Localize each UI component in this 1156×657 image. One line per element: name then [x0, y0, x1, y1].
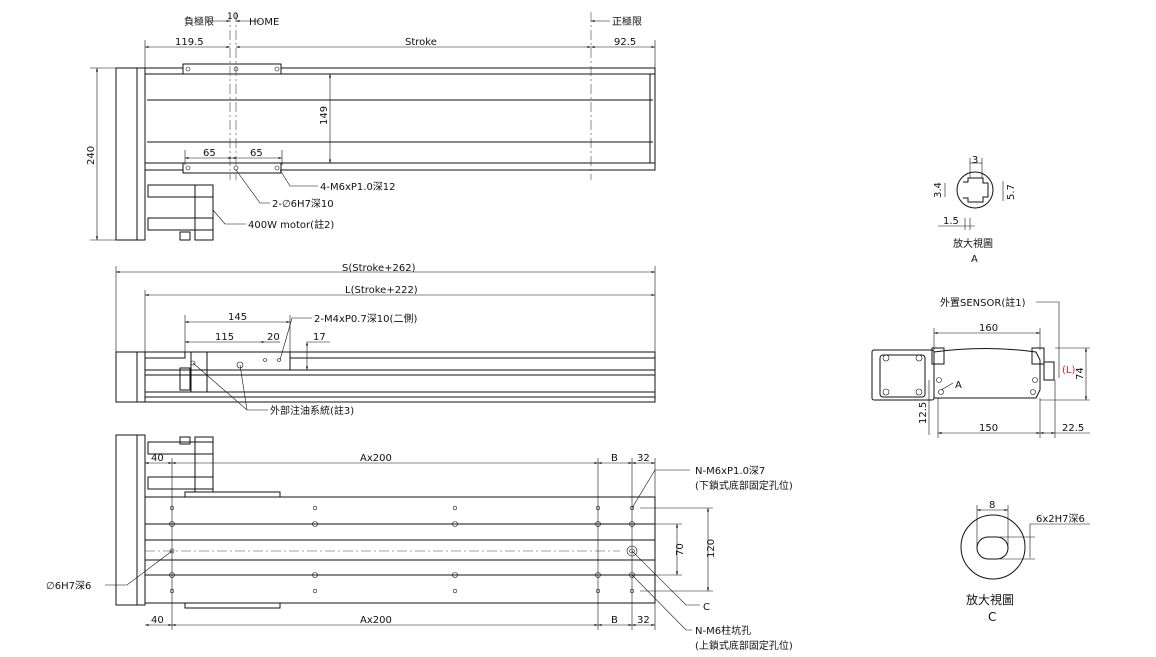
dim-3: 3 — [972, 155, 978, 166]
dim-32-bottom: 32 — [637, 615, 650, 626]
note-oil: 外部注油系統(註3) — [270, 404, 354, 417]
dim-8: 8 — [989, 500, 995, 511]
dim-160: 160 — [979, 323, 998, 334]
dim-65b: 65 — [250, 148, 263, 159]
dim-17: 17 — [313, 332, 326, 343]
note-pin: 2-∅6H7深10 — [272, 198, 334, 210]
home-label: HOME — [249, 17, 279, 28]
detail-a-title: 放大視圖 — [953, 237, 993, 250]
note-upper-hole: N-M6柱坑孔 — [695, 624, 751, 637]
dim-left: 119.5 — [175, 37, 204, 48]
dim-right: 92.5 — [614, 37, 636, 48]
note-c: C — [703, 602, 710, 613]
dim-3-4: 3.4 — [933, 182, 944, 198]
note-tap: 2-M4xP0.7深10(二側) — [314, 312, 417, 325]
detail-c-label: C — [988, 610, 996, 624]
note-slot: 6x2H7深6 — [1036, 513, 1085, 525]
motor — [147, 184, 214, 241]
dim-height: 149 — [319, 106, 330, 125]
carriage-plate — [182, 63, 282, 75]
dim-65a: 65 — [203, 148, 216, 159]
side-view: S(Stroke+262) L(Stroke+222) 145 115 20 1… — [115, 263, 656, 417]
dim-22-5: 22.5 — [1062, 423, 1084, 434]
dim-pitch-top: Ax200 — [360, 453, 392, 464]
note-sensor: 外置SENSOR(註1) — [940, 297, 1026, 309]
note-upper-desc: (上鎖式底部固定孔位) — [695, 639, 793, 652]
dim-32-top: 32 — [637, 453, 650, 464]
end-view: 外置SENSOR(註1) 160 74 (L) A 12.5 150 22.5 — [871, 297, 1090, 438]
detail-a: 3 3.4 5.7 1.5 放大視圖 A — [933, 155, 1017, 265]
dim-74: 74 — [1075, 367, 1086, 380]
detail-c: 8 6x2H7深6 放大視圖 C — [960, 500, 1090, 624]
side-mark-l: (L) — [1062, 365, 1075, 376]
note-lower-desc: (下鎖式底部固定孔位) — [695, 479, 793, 492]
dim-70: 70 — [675, 543, 686, 556]
label-a: A — [955, 380, 962, 391]
dim-150: 150 — [979, 423, 998, 434]
dim-stroke: Stroke — [405, 37, 437, 48]
dim-145: 145 — [228, 312, 247, 323]
dim-s: S(Stroke+262) — [342, 263, 416, 274]
dim-40-top: 40 — [151, 453, 164, 464]
dim-b-bottom: B — [611, 615, 618, 626]
motor — [147, 436, 214, 493]
note-lower-tap: N-M6xP1.0深7 — [695, 465, 765, 477]
dim-b-top: B — [611, 453, 618, 464]
dim-1-5: 1.5 — [943, 216, 959, 227]
dim-l: L(Stroke+222) — [345, 285, 418, 296]
pos-limit-label: 正極限 — [612, 15, 642, 28]
note-tap: 4-M6xP1.0深12 — [320, 181, 396, 193]
dim-12-5: 12.5 — [918, 402, 929, 424]
note-pin: ∅6H7深6 — [46, 580, 91, 592]
home-offset: 10 — [227, 12, 239, 22]
motor-end-block — [115, 67, 146, 241]
neg-limit-label: 負極限 — [184, 15, 214, 28]
body — [144, 67, 656, 171]
top-view: 負極限 10 HOME 正極限 119.5 Stroke 92.5 149 24… — [86, 12, 656, 241]
dim-20: 20 — [267, 332, 280, 343]
dim-120: 120 — [706, 539, 717, 558]
dim-total-height: 240 — [86, 146, 97, 165]
note-motor: 400W motor(註2) — [248, 219, 334, 231]
dim-pitch-bottom: Ax200 — [360, 615, 392, 626]
detail-a-label: A — [971, 254, 978, 265]
detail-c-title: 放大視圖 — [966, 592, 1014, 607]
dim-5-7: 5.7 — [1006, 184, 1017, 200]
dim-40-bottom: 40 — [151, 615, 164, 626]
bottom-view: 40 Ax200 B 32 40 Ax200 B 32 70 120 N-M6x… — [46, 434, 793, 652]
dim-115: 115 — [215, 332, 234, 343]
